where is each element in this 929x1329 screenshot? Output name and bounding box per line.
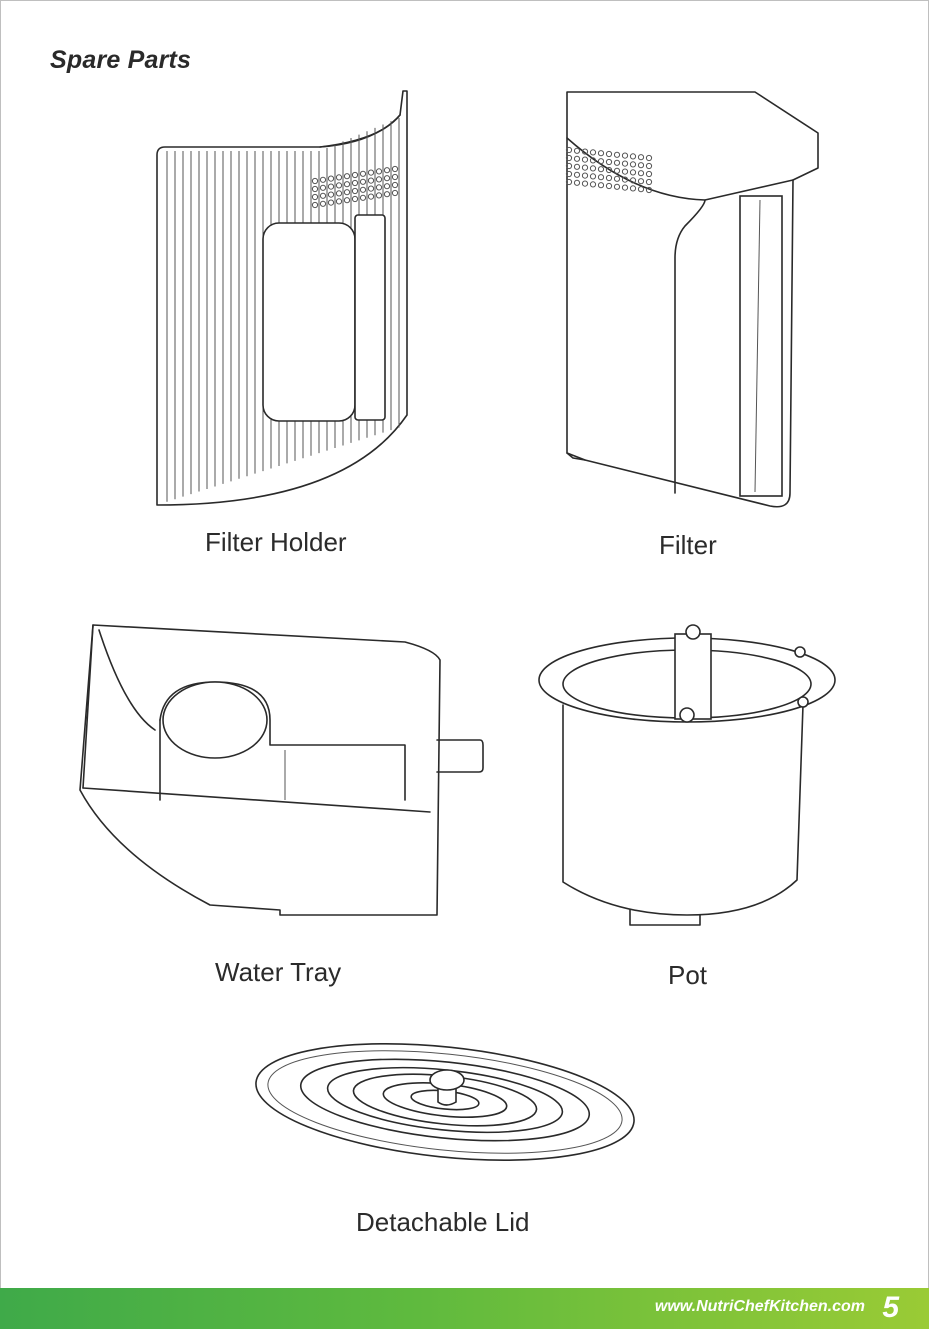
- part-label-detachable-lid: Detachable Lid: [356, 1207, 529, 1238]
- pot-icon: [535, 620, 845, 940]
- part-label-filter: Filter: [659, 530, 717, 561]
- filter-icon: [555, 88, 830, 513]
- website-link[interactable]: www.NutriChefKitchen.com: [655, 1298, 865, 1316]
- page-title: Spare Parts: [50, 46, 191, 75]
- filter-holder-icon: [145, 85, 425, 525]
- part-label-pot: Pot: [668, 960, 707, 991]
- part-label-filter-holder: Filter Holder: [205, 527, 347, 558]
- page-number: 5: [882, 1291, 899, 1325]
- part-label-water-tray: Water Tray: [215, 957, 341, 988]
- detachable-lid-icon: [250, 1030, 645, 1175]
- footer-bar: www.NutriChefKitchen.com 5: [0, 1288, 929, 1329]
- water-tray-icon: [75, 620, 495, 925]
